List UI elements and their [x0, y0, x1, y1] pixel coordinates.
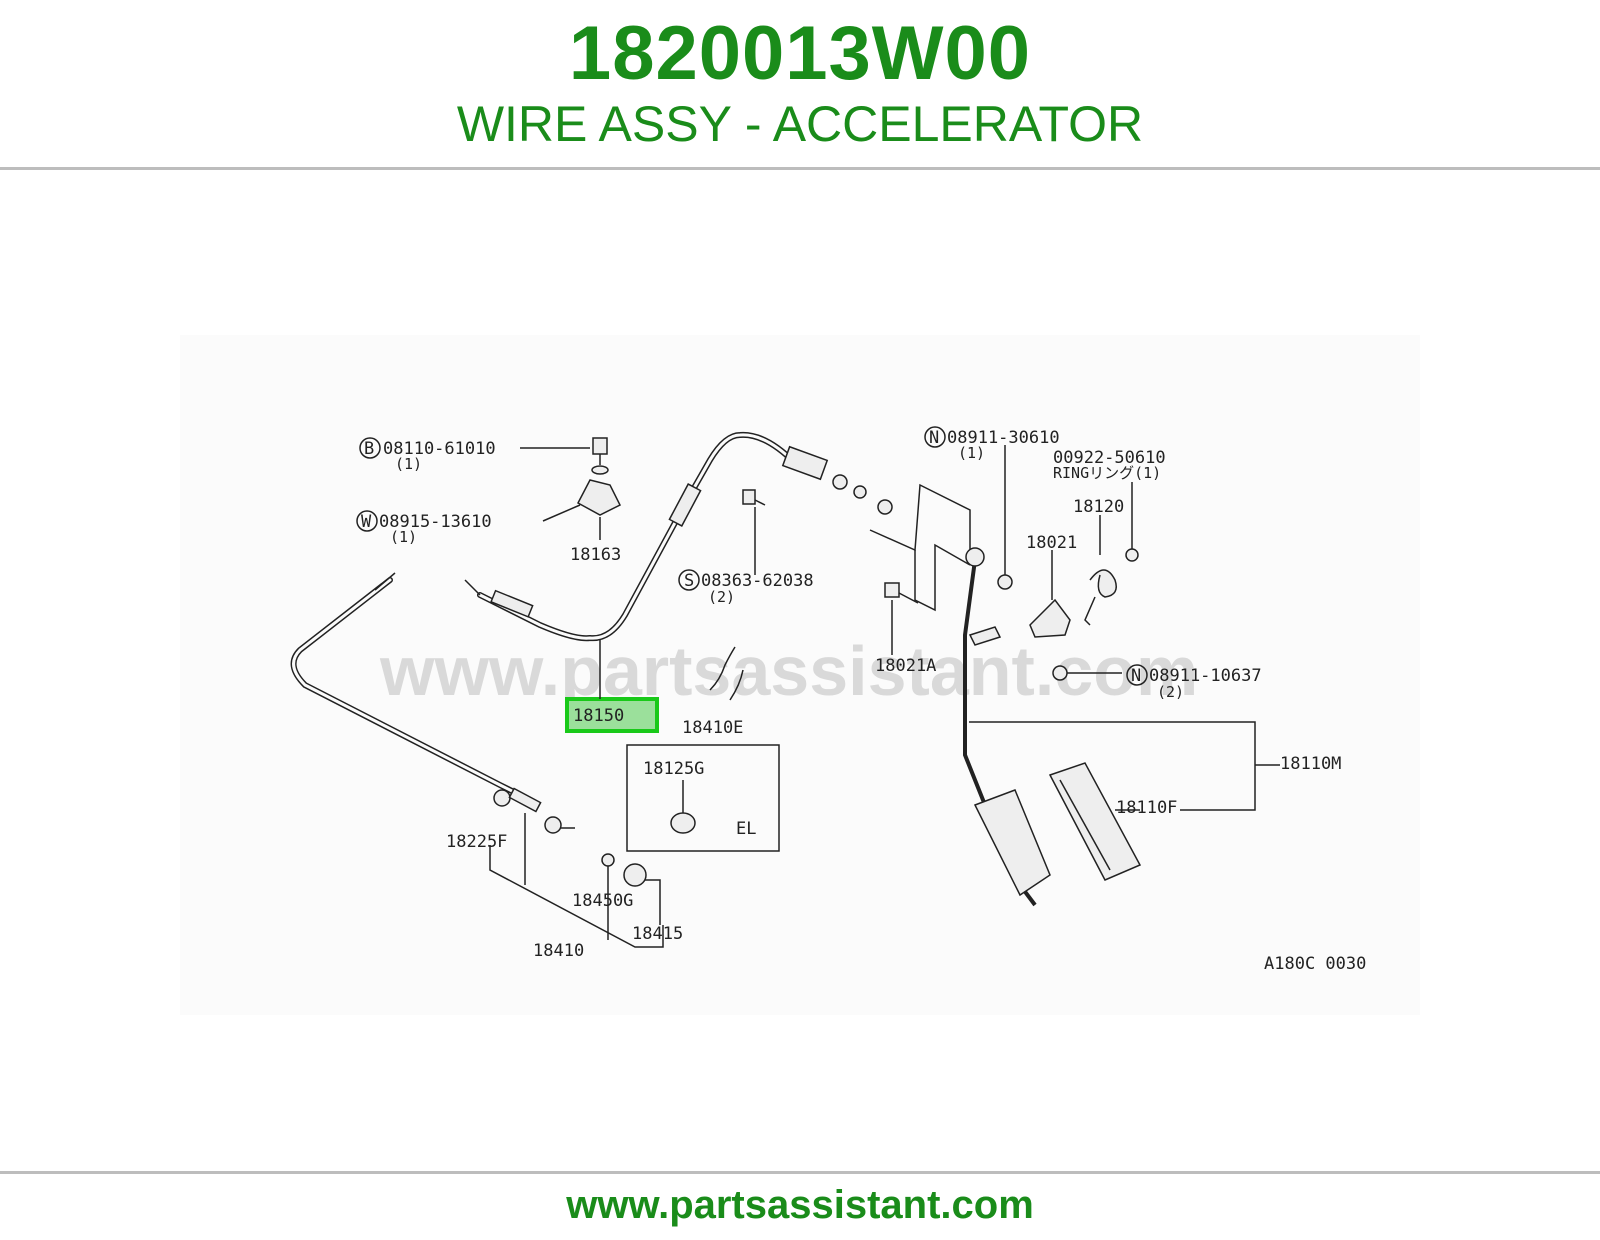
parts-diagram: www.partsassistant.com — [180, 335, 1420, 1015]
label-08911-10637: 08911-10637 — [1149, 666, 1262, 686]
cable-grommet — [781, 445, 829, 481]
svg-text:N: N — [1131, 666, 1141, 686]
part-number: 1820013W00 — [568, 11, 1032, 96]
plug-18125G — [670, 812, 696, 834]
svg-text:S: S — [684, 571, 694, 591]
footer-url[interactable]: www.partsassistant.com — [566, 1183, 1034, 1227]
ring-00922 — [1125, 548, 1139, 562]
label-18120: 18120 — [1073, 497, 1124, 517]
spring-18120 — [1089, 569, 1117, 598]
label-18021A: 18021A — [875, 656, 936, 676]
watermark-text: www.partsassistant.com — [379, 632, 1198, 710]
cable-sleeve — [668, 483, 702, 527]
label-18021: 18021 — [1026, 533, 1077, 553]
label-18163: 18163 — [570, 545, 621, 565]
cable-end-fitting — [490, 589, 534, 618]
bolt-08363 — [742, 489, 756, 505]
svg-text:B: B — [364, 439, 374, 459]
circle-n2 — [1126, 664, 1148, 686]
grommet-18450G — [601, 853, 615, 867]
circle-n1 — [924, 426, 946, 448]
nut-08911-10637 — [1052, 665, 1068, 681]
label-08911-30610: 08911-30610 — [947, 428, 1060, 448]
label-18150[interactable]: 18150 — [573, 706, 624, 726]
pedal-pad — [973, 789, 1051, 897]
top-divider — [0, 167, 1600, 170]
diagram-code: A180C 0030 — [1264, 954, 1366, 974]
pedal-pad-18110F — [1048, 762, 1142, 881]
label-18450G: 18450G — [572, 891, 633, 911]
bracket-18021 — [1029, 598, 1071, 638]
circle-s — [678, 569, 700, 591]
label-08915: 08915-13610 — [379, 512, 492, 532]
header: 1820013W00 WIRE ASSY - ACCELERATOR — [0, 0, 1600, 170]
nut-08911-30610 — [997, 574, 1013, 590]
label-08110: 08110-61010 — [383, 439, 496, 459]
bottom-divider — [0, 1171, 1600, 1174]
svg-text:(1): (1) — [395, 455, 422, 473]
label-18410E: 18410E — [682, 718, 743, 738]
clip-18410E — [709, 646, 736, 691]
label-08363: 08363-62038 — [701, 571, 814, 591]
svg-text:(2): (2) — [708, 588, 735, 606]
label-18225F: 18225F — [446, 832, 507, 852]
svg-text:W: W — [361, 512, 372, 532]
label-18110F: 18110F — [1116, 798, 1177, 818]
svg-text:(2): (2) — [1157, 683, 1184, 701]
bolt-18021A — [884, 582, 900, 598]
label-ring: RINGリング(1) — [1053, 464, 1161, 482]
bushing-18415 — [623, 863, 647, 887]
washer-08915 — [591, 465, 609, 475]
label-18110M: 18110M — [1280, 754, 1341, 774]
diagram-svg: www.partsassistant.com — [290, 426, 1366, 974]
svg-text:(1): (1) — [958, 444, 985, 462]
label-EL: EL — [736, 819, 756, 839]
label-18410: 18410 — [533, 941, 584, 961]
label-18415: 18415 — [632, 924, 683, 944]
label-18125G: 18125G — [643, 759, 704, 779]
svg-text:N: N — [929, 428, 939, 448]
svg-text:(1): (1) — [390, 528, 417, 546]
circle-w — [356, 510, 378, 532]
bracket-18163 — [576, 479, 622, 516]
cable-ball-end — [877, 499, 893, 515]
bolt-08110 — [592, 437, 608, 455]
circle-b — [359, 437, 381, 459]
part-description: WIRE ASSY - ACCELERATOR — [456, 96, 1144, 152]
label-00922: 00922-50610 — [1053, 448, 1166, 468]
inset-box-EL — [626, 744, 780, 852]
highlight-18150[interactable] — [565, 697, 659, 733]
pedal-pin — [968, 626, 1002, 646]
